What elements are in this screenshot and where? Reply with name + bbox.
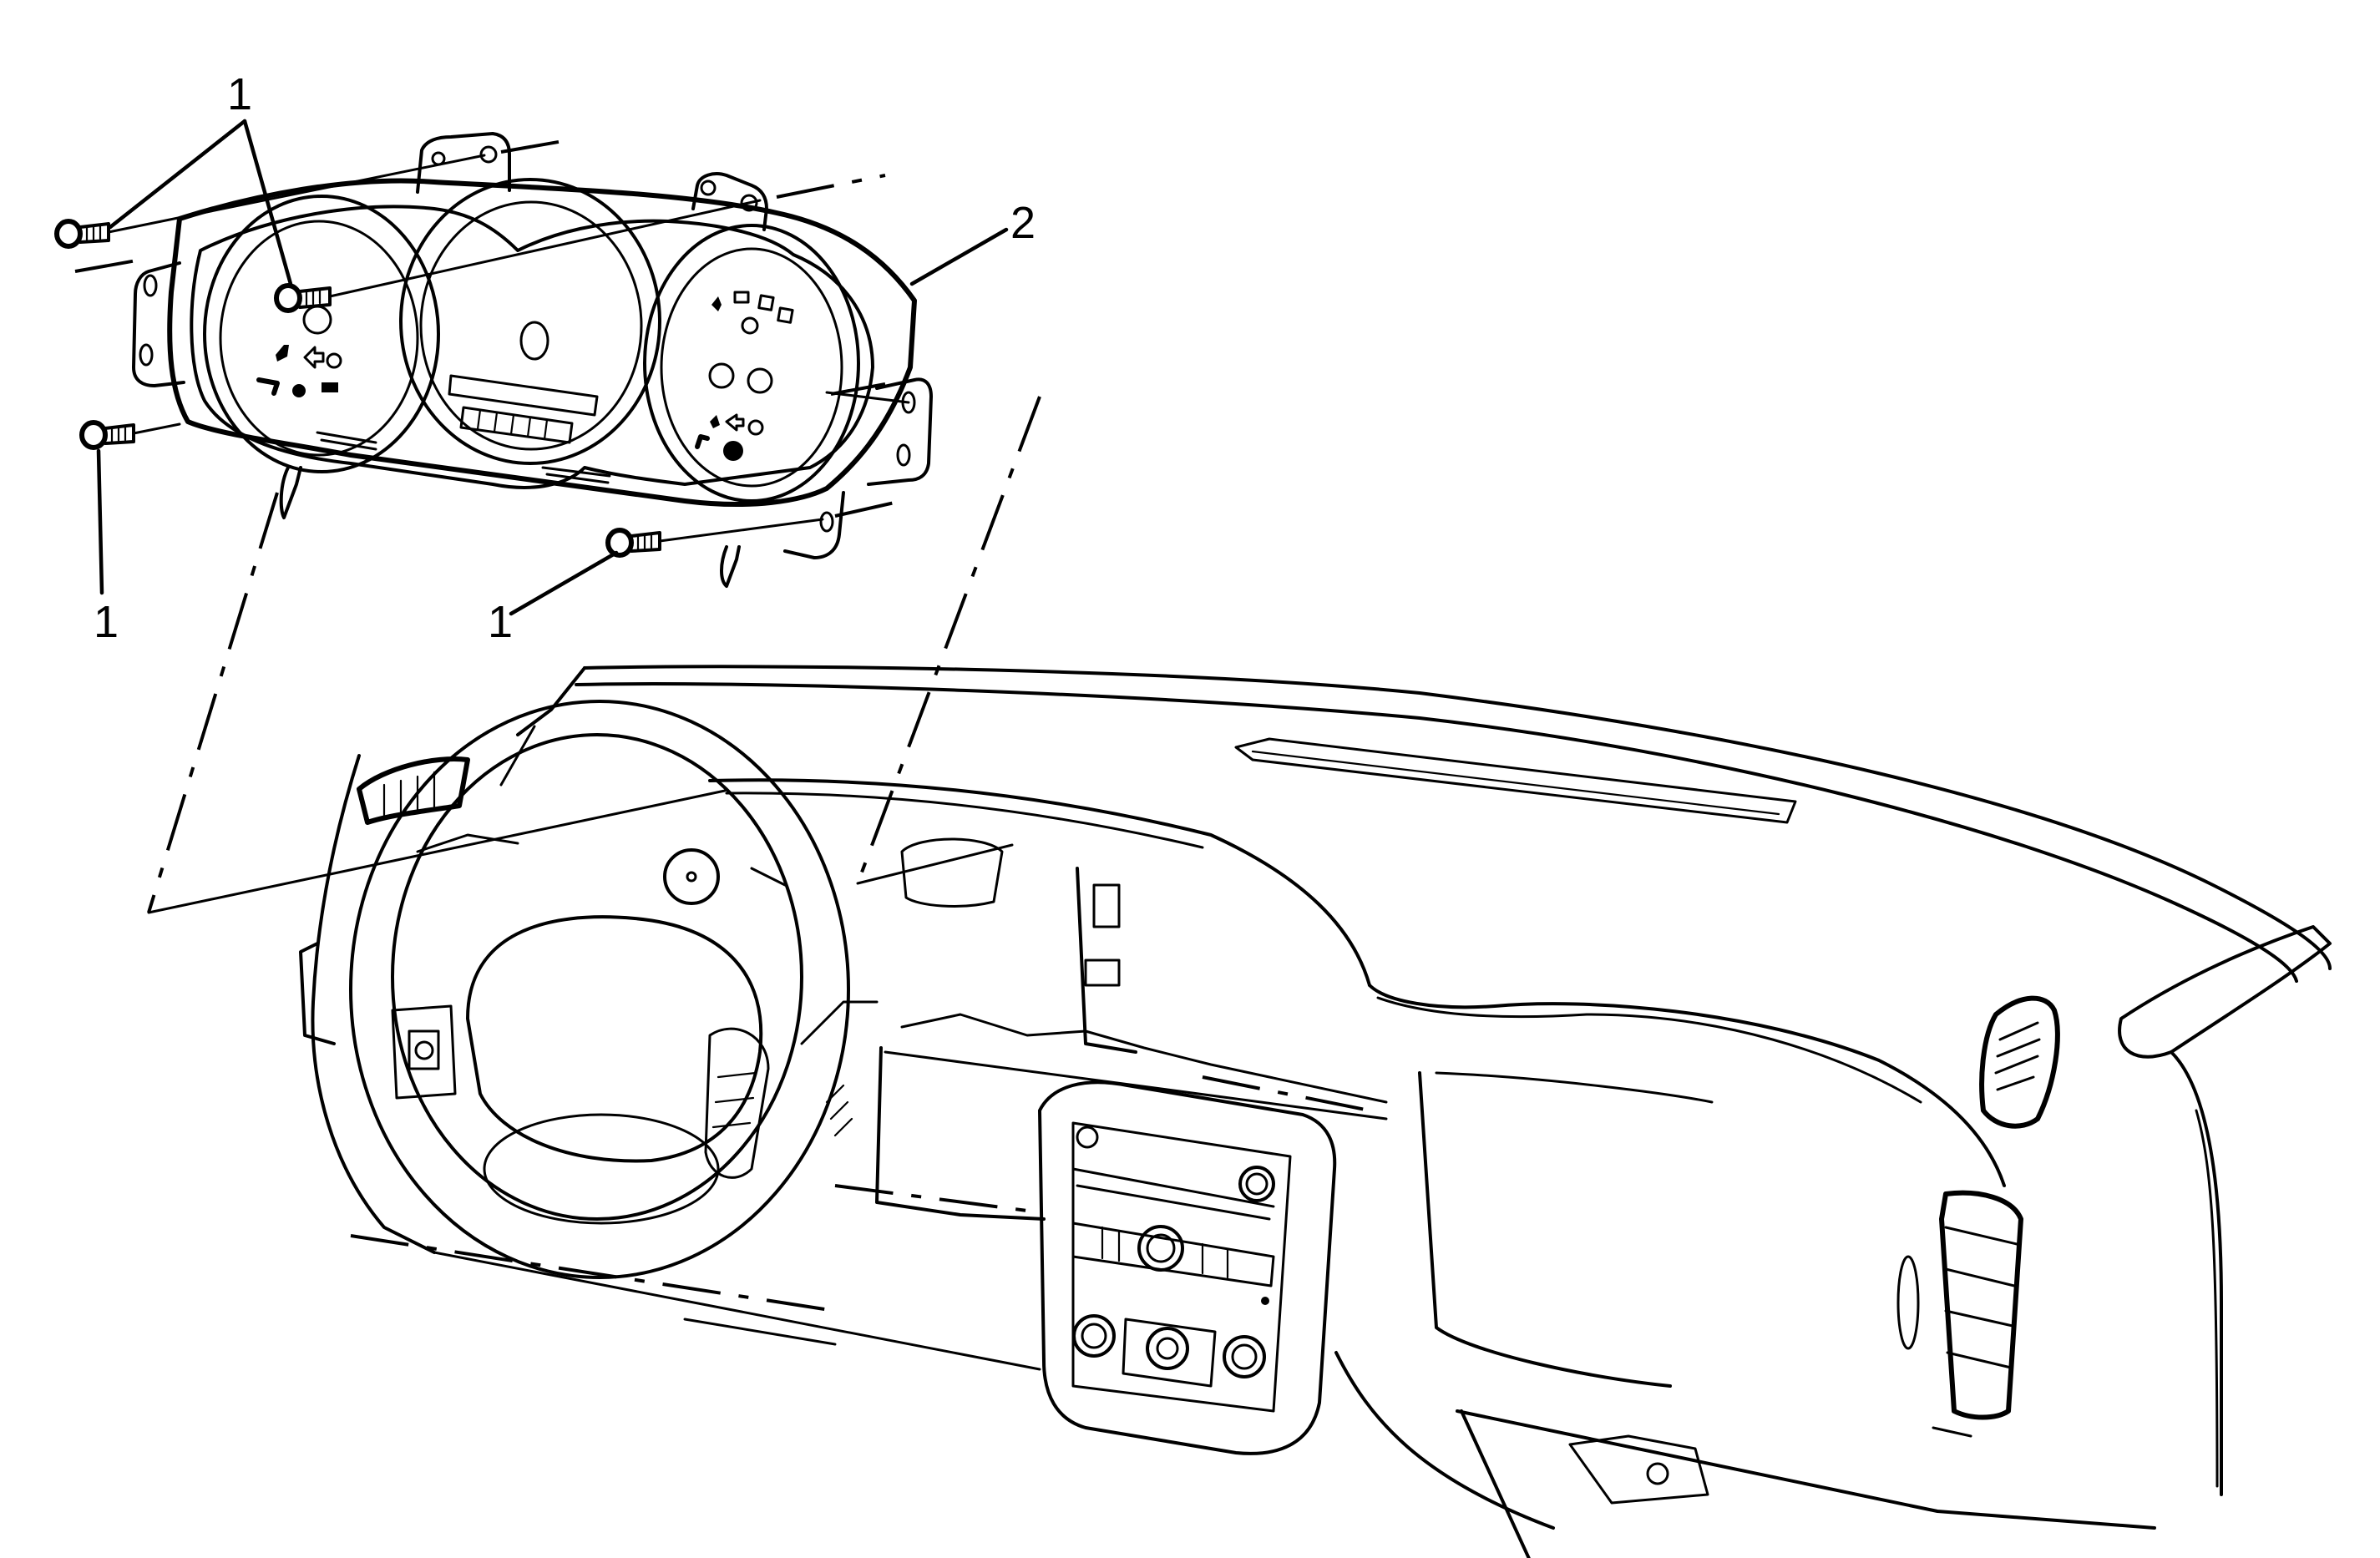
- callout-1-bottom-left: 1: [94, 597, 119, 647]
- instrument-panel: [299, 665, 2332, 1558]
- callout-1-bottom-mid: 1: [488, 597, 514, 647]
- instrument-cluster: [132, 132, 933, 588]
- bolt-alignment-lines: [74, 139, 910, 543]
- speedometer-gauge: [399, 178, 661, 465]
- fuel-temp-gauge: [643, 224, 860, 503]
- panel-seams: [350, 1075, 1370, 1313]
- callout-1-top: 1: [227, 69, 253, 119]
- cluster-bolt-lower-left: [79, 420, 135, 450]
- callout-leaders: [96, 119, 1009, 616]
- steering-wheel: [349, 700, 879, 1279]
- installation-guide-lines: [147, 396, 1041, 914]
- callout-2-instrument-cluster: 2: [1010, 198, 1036, 248]
- cluster-bolt-upper-left: [54, 219, 110, 249]
- radio-hvac-stack: [1038, 1080, 1337, 1455]
- cluster-bolt-upper-center: [274, 283, 332, 313]
- tachometer-gauge: [203, 195, 440, 473]
